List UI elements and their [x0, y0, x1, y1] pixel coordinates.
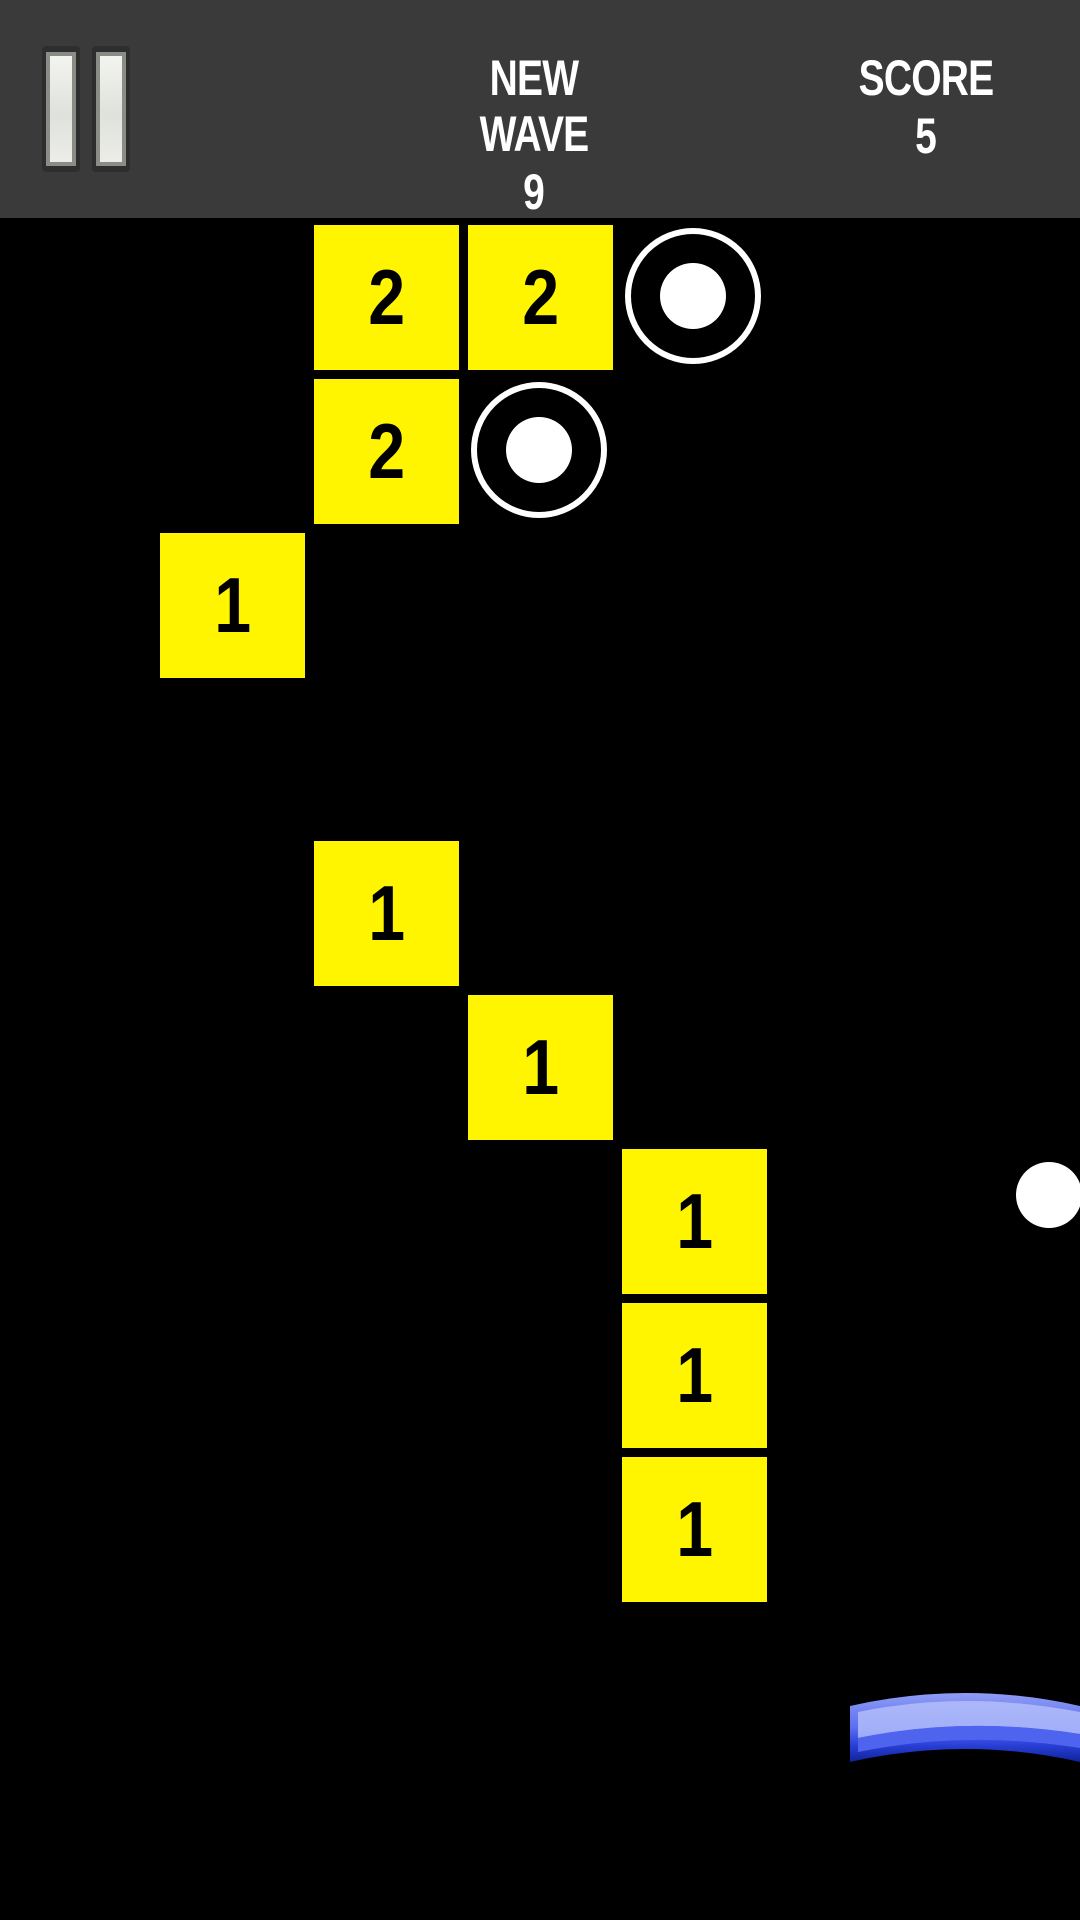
- wave-label: NEW WAVE: [479, 50, 590, 162]
- brick-hit-count: 2: [368, 407, 405, 495]
- brick-hit-count: 1: [676, 1177, 713, 1265]
- brick-hit-count: 1: [368, 869, 405, 957]
- score-value: 5: [915, 108, 937, 164]
- ball-icon: [660, 263, 726, 329]
- brick-hit-count: 1: [676, 1485, 713, 1573]
- brick: 1: [314, 841, 459, 986]
- brick: 1: [468, 995, 613, 1140]
- ball-icon: [506, 417, 572, 483]
- ball: [1016, 1162, 1080, 1228]
- extra-ball-pickup: [471, 382, 607, 518]
- top-bar: NEW WAVE 9 SCORE 5: [0, 0, 1080, 220]
- wave-display: NEW WAVE 9: [404, 50, 664, 222]
- brick-hit-count: 1: [214, 561, 251, 649]
- paddle[interactable]: [850, 1690, 1080, 1770]
- brick: 1: [160, 533, 305, 678]
- brick: 2: [468, 225, 613, 370]
- pause-button[interactable]: [42, 46, 134, 174]
- wave-value: 9: [523, 164, 545, 220]
- brick-hit-count: 2: [522, 253, 559, 341]
- brick: 1: [622, 1149, 767, 1294]
- brick: 2: [314, 225, 459, 370]
- brick-hit-count: 1: [676, 1331, 713, 1419]
- extra-ball-pickup: [625, 228, 761, 364]
- score-label: SCORE: [858, 50, 995, 106]
- brick-hit-count: 1: [522, 1023, 559, 1111]
- brick: 2: [314, 379, 459, 524]
- score-display: SCORE 5: [796, 50, 1056, 166]
- pause-icon-bar-right: [92, 46, 130, 172]
- brick: 1: [622, 1457, 767, 1602]
- pause-icon-bar-left: [42, 46, 80, 172]
- brick-hit-count: 2: [368, 253, 405, 341]
- brick: 1: [622, 1303, 767, 1448]
